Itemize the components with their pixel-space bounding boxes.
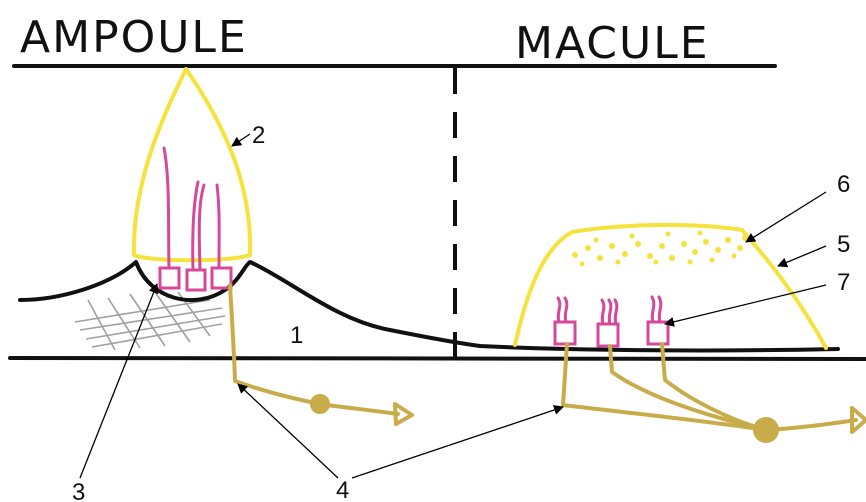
bottom-border-line (8, 356, 866, 361)
label-6: 6 (837, 171, 850, 198)
arrow-4b (351, 405, 564, 479)
arrow-3 (79, 283, 159, 479)
label-5: 5 (837, 231, 850, 258)
arrow-5 (777, 245, 827, 268)
label-7: 7 (837, 269, 850, 296)
hair-cells-macule (553, 295, 670, 348)
arrow-2 (231, 133, 251, 147)
nerve-fiber-ampoule (228, 283, 414, 426)
otolithic-membrane (513, 222, 828, 350)
hair-cells-ampoule (158, 146, 233, 292)
label-2: 2 (252, 122, 265, 149)
ganglion-macule (753, 417, 779, 443)
nerve-fibers-macule (561, 342, 866, 434)
title-ampoule: AMPOULE (20, 12, 248, 63)
title-macule: MACULE (515, 18, 710, 69)
ganglion-ampoule (310, 394, 330, 414)
arrow-7 (664, 284, 827, 327)
ampoule-floor-outline (18, 260, 840, 353)
arrow-4a (237, 383, 339, 479)
cupula-ampoule (131, 67, 253, 263)
otoliths (572, 230, 748, 267)
label-1: 1 (290, 322, 303, 349)
label-3: 3 (72, 479, 85, 502)
leader-arrows (79, 133, 827, 479)
label-4: 4 (336, 477, 349, 502)
arrow-6 (745, 191, 827, 243)
